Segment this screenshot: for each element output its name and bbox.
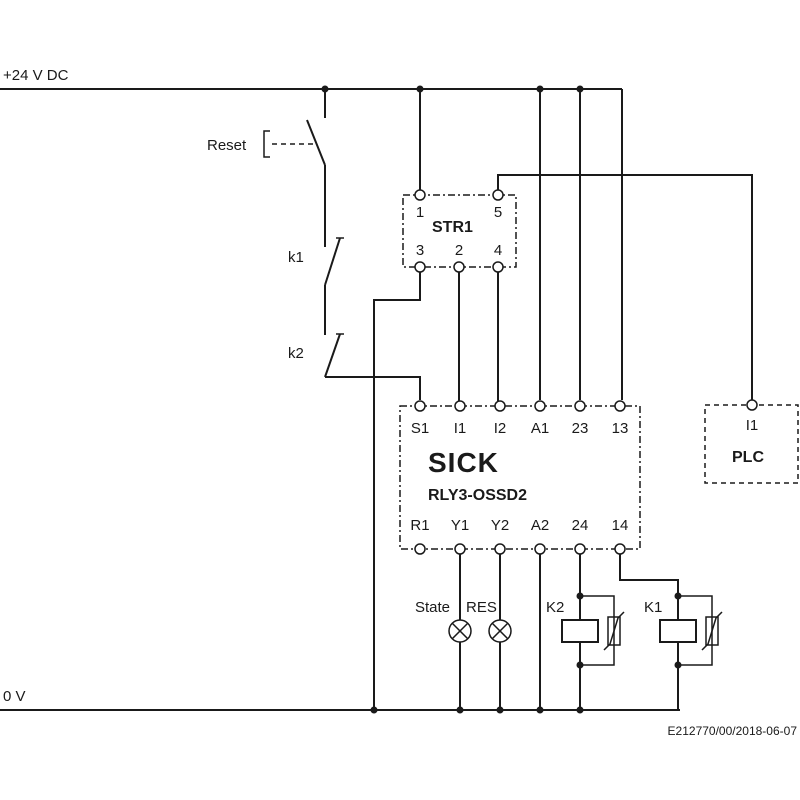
relay-pin-14: 14 (612, 517, 629, 534)
relay-pin-y2: Y2 (491, 517, 509, 534)
k1-varistor-icon (705, 616, 719, 646)
relay-model: RLY3-OSSD2 (428, 487, 527, 504)
relay-pin-24: 24 (572, 517, 589, 534)
state-lamp-icon (448, 619, 472, 643)
document-id: E212770/00/2018-06-07 (668, 724, 798, 738)
str1-pin-5: 5 (494, 204, 502, 221)
reset-switch-contact (306, 119, 326, 166)
k2-coil-assembly: K2 (546, 549, 625, 710)
plc-module: I1 PLC (704, 404, 799, 484)
relay-pin-i2: I2 (494, 420, 507, 437)
k1-coil-label: K1 (644, 599, 662, 616)
relay-pin-23: 23 (572, 420, 589, 437)
str1-pin-2: 2 (455, 242, 463, 259)
k2-coil-label: K2 (546, 599, 564, 616)
k2-contact (324, 333, 341, 378)
plc-pin-i1: I1 (746, 417, 759, 434)
relay-pin-a1: A1 (531, 420, 549, 437)
relay-module: SICK RLY3-OSSD2 S1 I1 I2 A1 23 13 R1 Y1 … (399, 405, 641, 550)
rail-24v-label: +24 V DC (3, 67, 69, 84)
str1-pin-1: 1 (416, 204, 424, 221)
relay-pin-s1: S1 (411, 420, 429, 437)
status-lamps: State RES (415, 549, 512, 710)
junction-dots (321, 85, 682, 714)
str1-pin-3: 3 (416, 242, 424, 259)
rail-0v-label: 0 V (3, 688, 26, 705)
k1-label: k1 (288, 249, 304, 266)
plc-title: PLC (732, 449, 764, 466)
res-lamp-icon (488, 619, 512, 643)
k1-coil-assembly: K1 (619, 549, 723, 710)
str1-title: STR1 (432, 219, 473, 236)
relay-brand-logo: SICK (428, 447, 499, 478)
relay-pin-r1: R1 (410, 517, 429, 534)
k1-coil-icon (659, 619, 697, 643)
str1-pin-4: 4 (494, 242, 502, 259)
state-lamp-label: State (415, 599, 450, 616)
k1-contact (324, 237, 341, 286)
relay-pin-a2: A2 (531, 517, 549, 534)
reset-label: Reset (207, 137, 247, 154)
res-lamp-label: RES (466, 599, 497, 616)
wire-str1-3-to-0v (373, 267, 421, 710)
relay-pin-13: 13 (612, 420, 629, 437)
relay-pin-y1: Y1 (451, 517, 469, 534)
terminals (414, 189, 758, 555)
wire-str1-5-to-plc (497, 174, 753, 405)
k2-label: k2 (288, 345, 304, 362)
k2-coil-icon (561, 619, 599, 643)
relay-pin-i1: I1 (454, 420, 467, 437)
switch-chain: Reset k1 k2 (207, 89, 421, 400)
reset-pushbutton-actuator (263, 130, 270, 158)
str1-module: STR1 1 5 3 2 4 (402, 194, 517, 268)
k2-varistor-icon (607, 616, 621, 646)
